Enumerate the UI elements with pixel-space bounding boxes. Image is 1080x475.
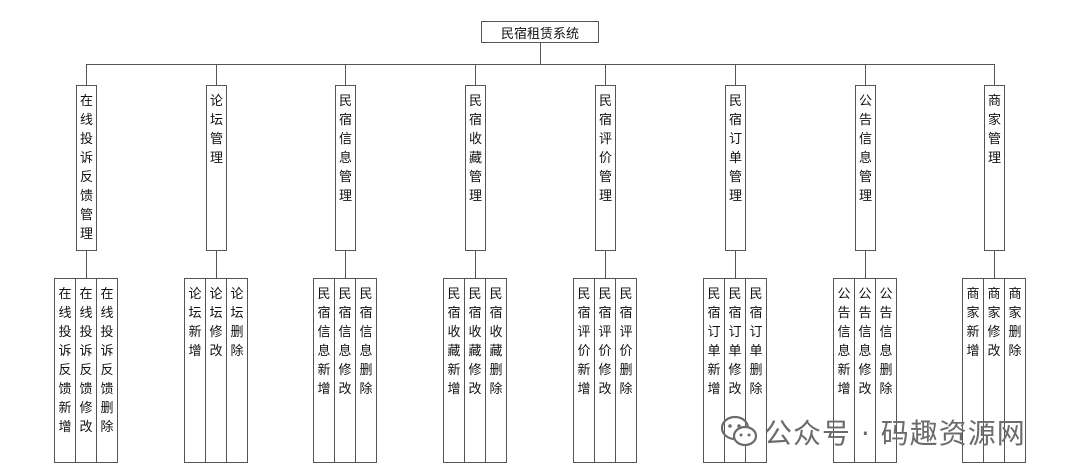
function-node: 民宿收藏新增 [443, 278, 465, 463]
function-node: 民宿收藏删除 [485, 278, 507, 463]
function-node: 在线投诉反馈删除 [96, 278, 118, 463]
function-node-label: 民宿订单新增 [707, 287, 721, 397]
watermark-text: 公众号 · 码趣资源网 [764, 417, 1026, 450]
function-node-label: 民宿评价新增 [577, 287, 591, 397]
module-node-label: 论坛管理 [209, 94, 223, 166]
function-node: 在线投诉反馈修改 [75, 278, 97, 463]
function-node: 民宿收藏修改 [464, 278, 486, 463]
function-node-label: 民宿信息修改 [338, 287, 352, 397]
function-node-label: 民宿收藏修改 [468, 287, 482, 397]
module-node: 民宿订单管理 [725, 85, 746, 251]
function-node: 民宿信息新增 [313, 278, 335, 463]
function-node: 商家删除 [1004, 278, 1026, 463]
function-node: 民宿信息修改 [334, 278, 356, 463]
child-connector [345, 251, 346, 278]
function-node: 商家新增 [962, 278, 984, 463]
function-node-label: 民宿订单修改 [728, 287, 742, 397]
module-connector [345, 64, 346, 85]
module-connector [865, 64, 866, 85]
module-connector [605, 64, 606, 85]
module-node: 在线投诉反馈管理 [76, 85, 97, 251]
module-node-label: 民宿收藏管理 [468, 94, 482, 204]
function-node-label: 商家修改 [987, 287, 1001, 359]
child-connector [216, 251, 217, 278]
module-node-label: 公告信息管理 [858, 94, 872, 204]
child-connector [605, 251, 606, 278]
child-connector [86, 251, 87, 278]
module-connector [216, 64, 217, 85]
function-node: 民宿订单删除 [745, 278, 767, 463]
function-node: 民宿评价修改 [594, 278, 616, 463]
function-node-label: 公告信息修改 [858, 287, 872, 397]
function-node: 论坛删除 [226, 278, 248, 463]
function-node: 民宿订单修改 [724, 278, 746, 463]
function-node-label: 民宿收藏删除 [489, 287, 503, 397]
function-node-label: 商家删除 [1008, 287, 1022, 359]
function-node-label: 公告信息删除 [879, 287, 893, 397]
module-node: 民宿信息管理 [335, 85, 356, 251]
function-node-label: 民宿信息新增 [317, 287, 331, 397]
function-node-label: 公告信息新增 [837, 287, 851, 397]
function-node-label: 民宿收藏新增 [447, 287, 461, 397]
function-node-label: 论坛删除 [230, 287, 244, 359]
module-connector [475, 64, 476, 85]
child-connector [735, 251, 736, 278]
function-node: 民宿评价删除 [615, 278, 637, 463]
root-node-label: 民宿租赁系统 [500, 26, 579, 42]
module-node-label: 民宿信息管理 [338, 94, 352, 204]
module-node: 公告信息管理 [855, 85, 876, 251]
module-node-label: 商家管理 [987, 94, 1001, 166]
module-node: 民宿收藏管理 [465, 85, 486, 251]
function-node-label: 民宿信息删除 [359, 287, 373, 397]
module-connector [735, 64, 736, 85]
wechat-icon [720, 415, 758, 447]
module-bus [86, 64, 995, 65]
module-connector [86, 64, 87, 85]
function-node-label: 民宿订单删除 [749, 287, 763, 397]
function-node-label: 在线投诉反馈删除 [100, 287, 114, 435]
function-node: 论坛修改 [205, 278, 227, 463]
function-node-label: 民宿评价删除 [619, 287, 633, 397]
module-node-label: 在线投诉反馈管理 [79, 94, 93, 242]
module-node: 民宿评价管理 [595, 85, 616, 251]
function-node: 民宿信息删除 [355, 278, 377, 463]
child-connector [475, 251, 476, 278]
module-connector [994, 64, 995, 85]
function-node-label: 论坛新增 [188, 287, 202, 359]
module-node: 论坛管理 [206, 85, 227, 251]
function-node-label: 商家新增 [966, 287, 980, 359]
function-node: 在线投诉反馈新增 [54, 278, 76, 463]
function-node-label: 在线投诉反馈修改 [79, 287, 93, 435]
watermark: 公众号 · 码趣资源网 [720, 414, 1026, 450]
function-node: 公告信息删除 [875, 278, 897, 463]
child-connector [865, 251, 866, 278]
root-connector [540, 43, 541, 64]
function-node: 民宿评价新增 [573, 278, 595, 463]
function-node-label: 论坛修改 [209, 287, 223, 359]
child-connector [994, 251, 995, 278]
root-node: 民宿租赁系统 [481, 21, 599, 43]
function-node-label: 民宿评价修改 [598, 287, 612, 397]
function-node-label: 在线投诉反馈新增 [58, 287, 72, 435]
module-node: 商家管理 [984, 85, 1005, 251]
function-node: 论坛新增 [184, 278, 206, 463]
module-node-label: 民宿评价管理 [598, 94, 612, 204]
module-node-label: 民宿订单管理 [728, 94, 742, 204]
